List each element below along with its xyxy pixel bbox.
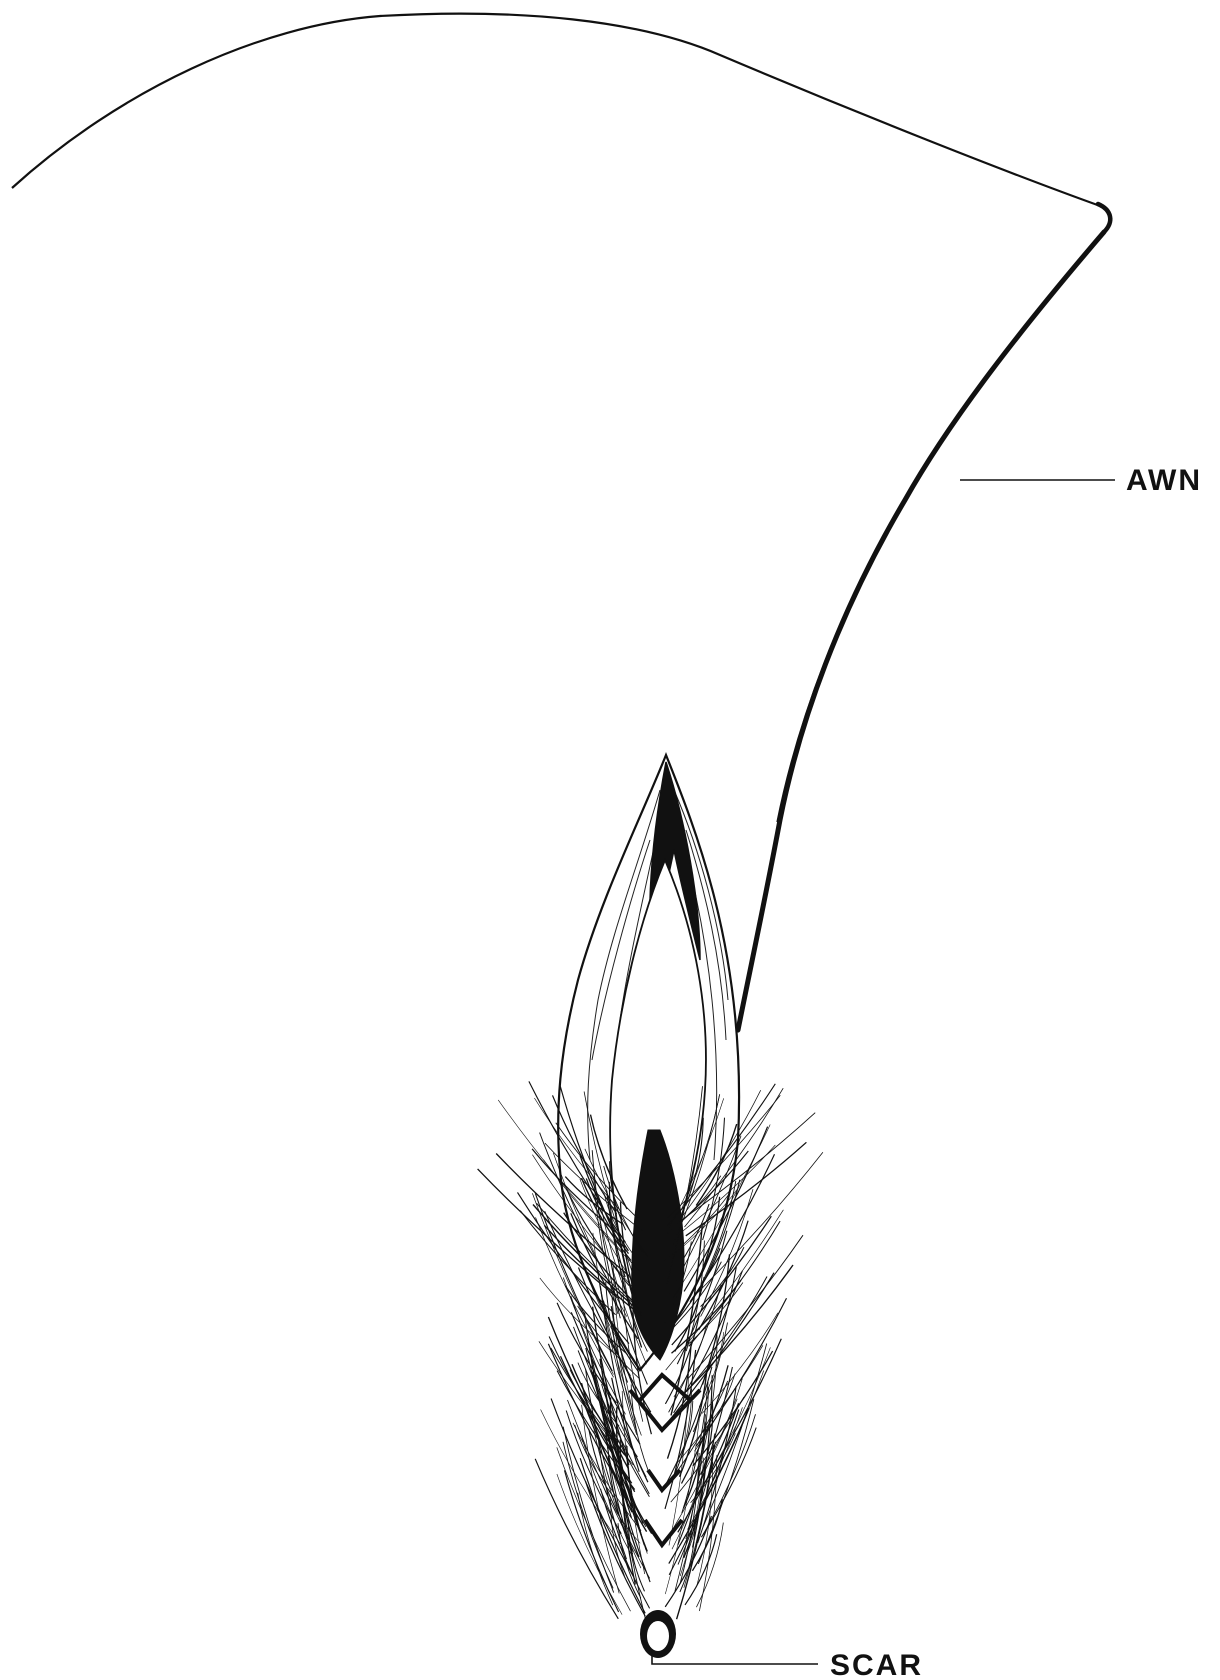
scar-callout: SCAR [652, 1649, 923, 1680]
hair-stroke [678, 1403, 739, 1532]
base-lattice [630, 1375, 700, 1545]
awn-shaft-highlight [777, 236, 1100, 822]
awn-callout: AWN [960, 464, 1202, 497]
scar-opening [647, 1621, 669, 1651]
scar-leader-line [652, 1650, 818, 1664]
scar-label: SCAR [830, 1649, 923, 1680]
awn-label: AWN [1126, 464, 1202, 497]
awn-bend [1098, 204, 1110, 232]
awn-group [12, 14, 1110, 1030]
awn-shaft [738, 232, 1104, 1030]
scar [640, 1610, 676, 1658]
awn-arc [12, 14, 1103, 207]
